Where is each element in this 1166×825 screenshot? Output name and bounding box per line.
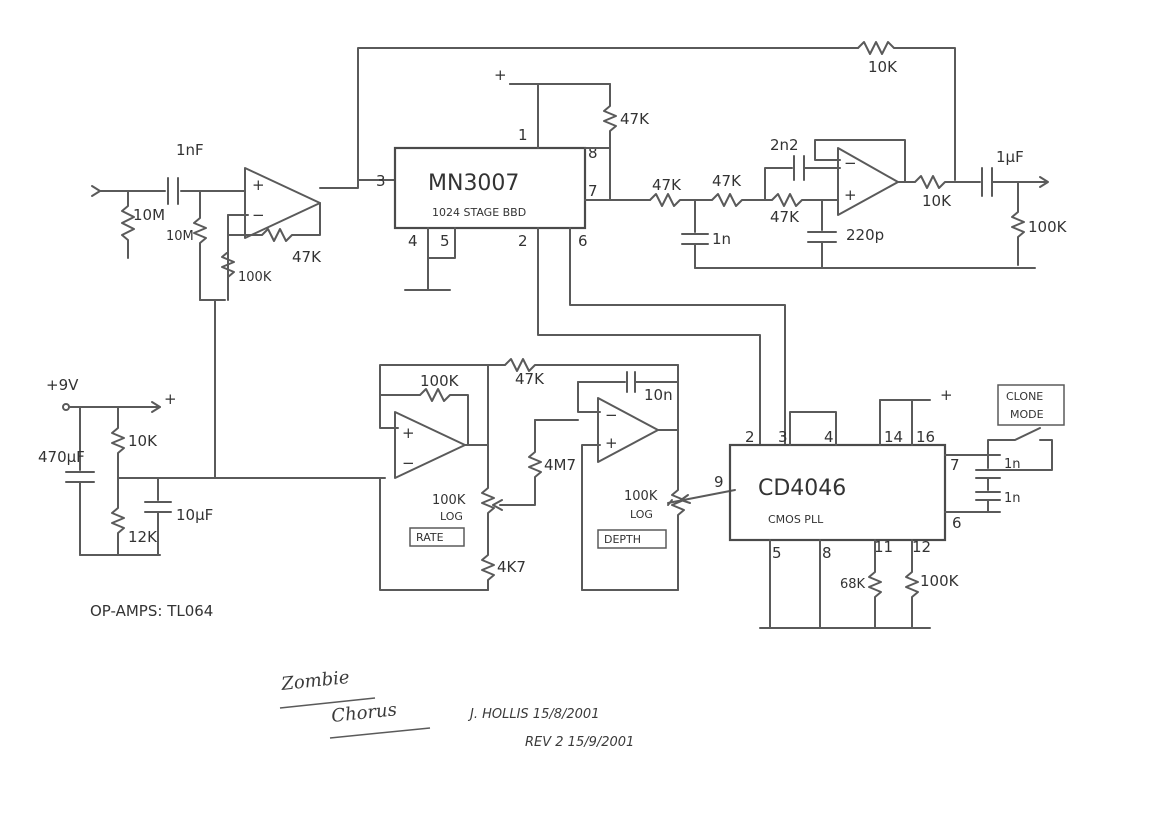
bbd-pin-1: 1 [518, 126, 528, 144]
pll-pin-6: 6 [952, 514, 962, 532]
pll-pin-2: 2 [745, 428, 755, 446]
svg-text:+: + [402, 424, 415, 442]
lfo-section: + − 100K 47K 10n − + 4M7 100K LOG RATE 4… [379, 358, 736, 591]
lfo-cap-label: 10n [644, 386, 673, 404]
pll-pin-11: 11 [874, 538, 893, 556]
pll-pin-12: 12 [912, 538, 931, 556]
filter-c3-label: 220p [846, 226, 884, 244]
pll-pin-3: 3 [778, 428, 788, 446]
pll-r11-label: 68K [840, 577, 866, 592]
filter-r2-label: 47K [712, 172, 742, 190]
bbd-desc: 1024 STAGE BBD [432, 206, 526, 219]
svg-text:−: − [844, 154, 857, 172]
pll-pin-16: 16 [916, 428, 935, 446]
rate-pot-value: 100K [432, 493, 466, 508]
pll-pin-7: 7 [950, 456, 960, 474]
author-note: J. HOLLIS 15/8/2001 [467, 707, 599, 722]
svg-text:−: − [402, 454, 415, 472]
svg-text:−: − [605, 406, 618, 424]
feedback-loop: 10K [357, 41, 956, 181]
pll-pin-5: 5 [772, 544, 782, 562]
rate-pot-label: RATE [416, 531, 444, 544]
pll-name: CD4046 [758, 476, 846, 501]
pll-supply-plus: + [940, 386, 953, 404]
bbd-pin-5: 5 [440, 232, 450, 250]
pll-pin-4: 4 [824, 428, 834, 446]
output-filter: 47K 47K 1n 2n2 47K − + 220p 10K 1µF 100K [649, 136, 1068, 269]
bbd-supply-plus: + [494, 66, 507, 84]
power-supply: +9V + 470µF 10K 12K 10µF [38, 376, 386, 556]
output-cap-label: 1µF [996, 148, 1024, 166]
pll-r12-label: 100K [920, 572, 960, 590]
pll-cap-b-label: 1n [1004, 491, 1021, 506]
lfo-fb-label: 100K [420, 372, 460, 390]
filter-r3-label: 47K [770, 208, 800, 226]
bbd-pin-6: 6 [578, 232, 588, 250]
pll-pin-8: 8 [822, 544, 832, 562]
opamp-note: OP-AMPS: TL064 [90, 602, 213, 620]
lfo-4k7-label: 4K7 [497, 558, 526, 576]
svg-text:−: − [252, 206, 265, 224]
feedback-resistor-label: 10K [868, 58, 898, 76]
svg-text:+: + [252, 176, 265, 194]
revision-note: REV 2 15/9/2001 [525, 735, 634, 750]
filter-c1-label: 1n [712, 230, 731, 248]
svg-text:+: + [605, 434, 618, 452]
bbd-pin-8: 8 [588, 144, 598, 162]
pll-desc: CMOS PLL [768, 513, 824, 526]
lfo-top-resistor-label: 47K [515, 370, 545, 388]
clone-mode-line1: CLONE [1006, 390, 1043, 403]
lfo-4m7-label: 4M7 [544, 456, 576, 474]
pll-chip: CD4046 CMOS PLL 2 3 4 14 16 7 6 9 5 8 11… [714, 384, 1065, 629]
output-load-label: 100K [1028, 218, 1068, 236]
bbd-pin-3: 3 [376, 172, 386, 190]
supply-cap-label: 470µF [38, 448, 85, 466]
filter-r1-label: 47K [652, 176, 682, 194]
clone-mode-line2: MODE [1010, 408, 1044, 421]
title-line1: Zombie [279, 667, 350, 695]
bias-resistor-label: 10M [166, 229, 194, 244]
depth-pot-value: 100K [624, 489, 658, 504]
div-top-label: 10K [128, 432, 158, 450]
input-stage: 1nF 10M 10M + − 47K 100K [91, 141, 396, 479]
opamp1-feedback-label: 47K [292, 248, 322, 266]
pin8-resistor-label: 47K [620, 110, 650, 128]
div-bottom-label: 12K [128, 528, 158, 546]
supply-voltage-label: +9V [46, 376, 79, 394]
rate-pot-taper: LOG [440, 510, 463, 523]
bbd-pin-7: 7 [588, 182, 598, 200]
depth-pot-taper: LOG [630, 508, 653, 521]
input-resistor-label: 10M [133, 206, 165, 224]
input-cap-label: 1nF [176, 141, 204, 159]
title-line2: Chorus [330, 699, 397, 727]
pll-cap-a-label: 1n [1004, 457, 1021, 472]
depth-pot-label: DEPTH [604, 533, 641, 546]
bbd-pin-4: 4 [408, 232, 418, 250]
output-resistor-label: 10K [922, 192, 952, 210]
bias-100k-label: 100K [238, 270, 272, 285]
bbd-chip: MN3007 1024 STAGE BBD 3 1 8 7 4 5 2 6 + … [376, 66, 786, 446]
pll-pin-14: 14 [884, 428, 903, 446]
notes: OP-AMPS: TL064 Zombie Chorus J. HOLLIS 1… [90, 602, 634, 750]
pll-pin-9: 9 [714, 473, 724, 491]
bbd-name: MN3007 [428, 171, 519, 196]
div-cap-label: 10µF [176, 506, 213, 524]
filter-c2-label: 2n2 [770, 136, 799, 154]
supply-plus: + [164, 390, 177, 408]
svg-text:+: + [844, 186, 857, 204]
bbd-pin-2: 2 [518, 232, 528, 250]
